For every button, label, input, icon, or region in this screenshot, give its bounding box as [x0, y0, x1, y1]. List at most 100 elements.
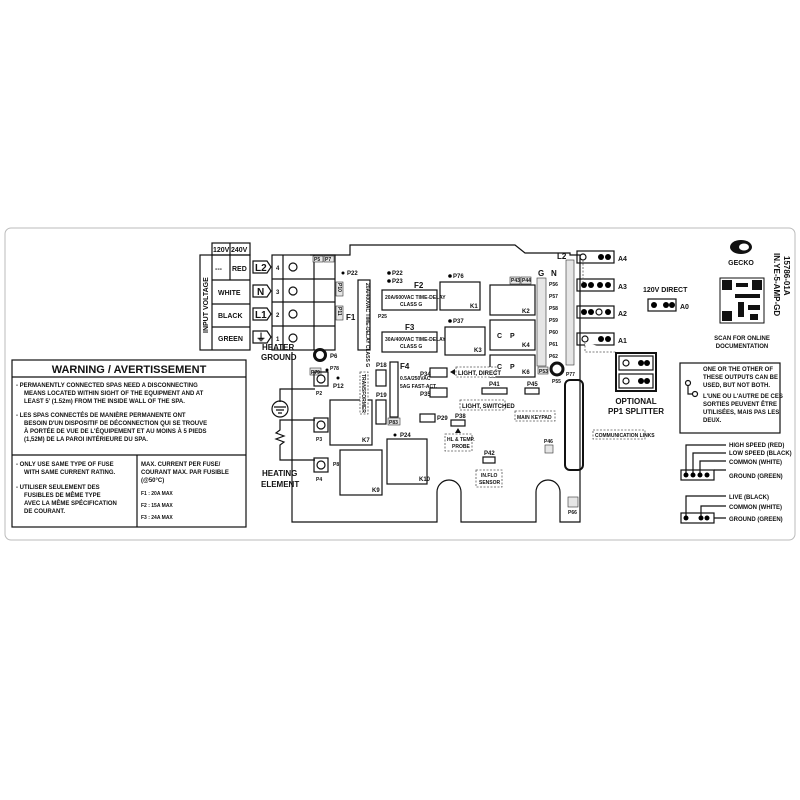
board-ports-p66: P66 — [568, 510, 577, 516]
warning-fuse-en-1: WITH SAME CURRENT RATING. — [24, 470, 116, 476]
board-inflo-1: SENSOR — [479, 480, 501, 486]
wire-black: BLACK — [218, 313, 243, 320]
output-connectors: A4 A3 A2 A1 — [576, 250, 627, 353]
board-ports-p77: P77 — [566, 372, 575, 378]
board-n-ports-4: P60 — [549, 330, 558, 336]
terminal-l1: L1 — [255, 310, 267, 321]
heater-wiring: HEATER GROUND HEATING ELEMENT P2 P3 P4 P… — [261, 343, 339, 489]
board-relays-3: K4 — [522, 343, 530, 349]
warning-en-1: MEANS LOCATED WITHIN SIGHT OF THE EQUIPM… — [24, 391, 204, 397]
note-en-1: THESE OUTPUTS CAN BE — [703, 375, 778, 381]
board-ports: P5 P7 P10 P11 P22 P22 P23 P76 P37 P25 P4… — [309, 255, 532, 390]
board-ports-p7: P7 — [325, 257, 331, 263]
note-en-2: USED, BUT NOT BOTH. — [703, 383, 770, 389]
board-ports-p2: P2 — [316, 391, 322, 397]
outputs-3: A1 — [618, 338, 627, 345]
board-ports-p37: P37 — [453, 319, 464, 325]
board-fuse-labels-f1: F1 — [346, 313, 356, 322]
pump-wiring-legend: HIGH SPEED (RED) LOW SPEED (BLACK) COMMO… — [680, 443, 792, 481]
port-p11: P11 — [336, 307, 342, 316]
heater-ground-1: GROUND — [261, 353, 297, 362]
board-relay-c: C — [497, 364, 502, 371]
light-wiring-legend: LIVE (BLACK) COMMON (WHITE) GROUND (GREE… — [680, 495, 783, 524]
warning-fr-2: À PORTÉE DE VUE DE L'ÉQUIPEMENT ET AU MO… — [24, 427, 207, 435]
note-fr-2: UTILISÉES, MAIS PAS LES — [703, 408, 779, 416]
board-relays-5: K7 — [362, 438, 370, 444]
warning-fuses-1: F2 : 15A MAX — [141, 503, 173, 509]
board-f4-text-0: 0.5A/250VAC — [400, 376, 431, 382]
board-main-keypad: MAIN KEYPAD — [517, 415, 552, 421]
note-en-0: ONE OR THE OTHER OF — [703, 367, 773, 373]
mounting-hole-icon — [313, 348, 327, 362]
warning-fuse-en-0: - ONLY USE SAME TYPE OF FUSE — [16, 462, 114, 468]
header-240v: 240V — [231, 247, 248, 254]
note-fr-3: DEUX. — [703, 418, 722, 424]
board-f3-text-1: CLASS G — [400, 344, 422, 350]
pump-legend-1: LOW SPEED (BLACK) — [729, 451, 792, 457]
transformer: TRANSFORMER P18 P19 — [359, 363, 387, 425]
board-ports-p43: P43 — [511, 278, 520, 284]
screw-icon — [288, 262, 298, 343]
board-ports-p25: P25 — [378, 314, 387, 320]
board-comm-links: COMMUNICATION LINKS — [595, 433, 655, 439]
board-f3-text-0: 30A/400VAC TIME-DELAY — [385, 337, 446, 343]
board-ports-p8: P8 — [333, 462, 339, 468]
board-ports-p6: P6 — [330, 354, 338, 360]
board-ports-p23: P23 — [392, 279, 403, 285]
warning-fuse-fr-3: DE COURANT. — [24, 509, 65, 515]
ground-symbol-icon — [271, 400, 289, 418]
outputs-2: A2 — [618, 311, 627, 318]
pp1-splitter: OPTIONAL PP1 SPLITTER — [608, 352, 664, 416]
ground-neutral-bus: G N L2 P56 P57 P58 P59 P60 P61 P62 P53 P… — [536, 252, 575, 385]
board-probe-0: HL & TEMP. — [447, 437, 475, 443]
power-terminals: L2 N L1 ⏚ 4 3 2 1 — [252, 254, 336, 351]
board-ports-p5: P5 — [314, 257, 320, 263]
board-ports-p42: P42 — [484, 451, 495, 457]
heater-element-1: ELEMENT — [261, 480, 299, 489]
warning-fr-3: (1,52M) DE LA PAROI INTÉRIEURE DU SPA. — [24, 435, 148, 443]
board-ports-p45: P45 — [527, 382, 538, 388]
board-ports-p4: P4 — [316, 477, 322, 483]
board-relay-p: P — [510, 333, 515, 340]
light-legend-1: COMMON (WHITE) — [729, 505, 782, 511]
board-fuse-labels-f2: F2 — [414, 281, 424, 290]
warning-fuse-fr-0: - UTILISER SEULEMENT DES — [16, 485, 100, 491]
board-f1-text: 20A/400VAC TIME-DELAY CLASS G — [364, 283, 370, 367]
part-number: IN.YE-5-AMP-GD — [772, 253, 781, 316]
board-light-switched: LIGHT, SWITCHED — [462, 404, 515, 410]
warning-fr-0: - LES SPAS CONNECTÉS DE MANIÈRE PERMANEN… — [16, 411, 186, 419]
board-ports-p53: P53 — [539, 369, 548, 375]
board-ports-p22: P22 — [392, 271, 403, 277]
board-connectors: P34 LIGHT, DIRECT P35 LIGHT, SWITCHED P2… — [419, 366, 655, 516]
input-voltage-label: INPUT VOLTAGE — [203, 277, 210, 333]
board-ports-p3: P3 — [316, 437, 322, 443]
terminal-n: N — [257, 287, 264, 298]
board-relays-0: K1 — [470, 304, 478, 310]
row-120v: --- — [215, 266, 223, 273]
board-ports-p22: P22 — [347, 271, 358, 277]
brand-name: GECKO — [728, 260, 754, 267]
heater-element-0: HEATING — [262, 469, 297, 478]
note-fr-1: SORTIES PEUVENT ÊTRE — [703, 400, 777, 408]
warning-max-current-2: (@50°C) — [141, 478, 164, 484]
splitter-0: OPTIONAL — [615, 397, 656, 406]
wire-green: GREEN — [218, 336, 243, 343]
board-ports-p44: P44 — [522, 278, 531, 284]
scan-text: DOCUMENTATION — [716, 344, 768, 350]
direct-label: 120V DIRECT — [643, 287, 688, 294]
scan-text: SCAN FOR ONLINE — [714, 336, 770, 342]
warning-fuse-fr-2: AVEC LA MÊME SPÉCIFICATION — [24, 499, 117, 507]
board-ports-p78: P78 — [330, 366, 339, 372]
board-ports-p19: P19 — [376, 393, 387, 399]
warning-en-0: - PERMANENTLY CONNECTED SPAS NEED A DISC… — [16, 383, 198, 389]
board-n-ports-5: P61 — [549, 342, 558, 348]
resistor-icon — [274, 419, 315, 461]
board-n-label: N — [551, 269, 557, 278]
board-ports-p29: P29 — [437, 416, 448, 422]
board-ports-p76: P76 — [453, 274, 464, 280]
light-legend-0: LIVE (BLACK) — [729, 495, 769, 501]
board-fuse-labels-f4: F4 — [400, 362, 410, 371]
board-light-direct: LIGHT, DIRECT — [458, 371, 501, 377]
warning-max-current-0: MAX. CURRENT PER FUSE/ — [141, 462, 221, 468]
